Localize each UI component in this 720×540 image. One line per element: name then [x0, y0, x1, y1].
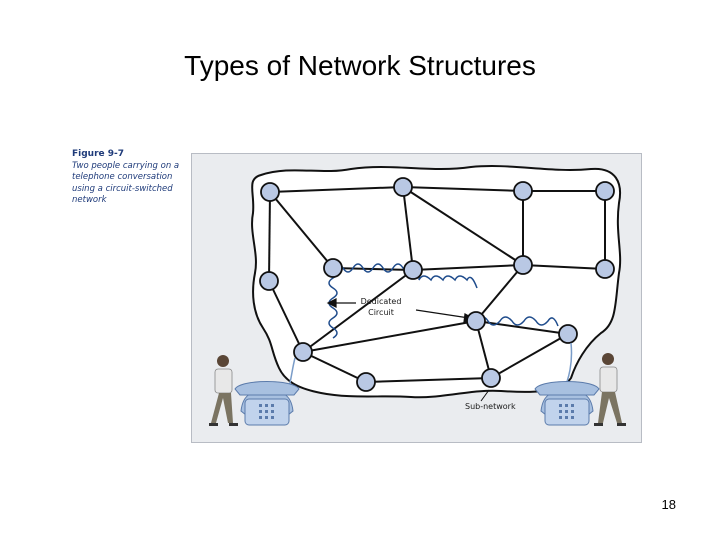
slide-title: Types of Network Structures: [184, 50, 536, 81]
telephone-left-icon: [234, 381, 300, 426]
network-nodes: [259, 177, 615, 392]
network-diagram: Dedicated Circuit Sub-network: [209, 165, 626, 426]
person-right-icon: [594, 353, 626, 426]
subnetwork-label: Sub-network: [465, 402, 516, 411]
dedicated-circuit-label-line2: Circuit: [368, 308, 394, 317]
figure-caption: Figure 9-7 Two people carrying on a tele…: [72, 149, 182, 207]
figure-caption-text: Two people carrying on a telephone conve…: [72, 160, 180, 206]
telephone-right-icon: [534, 381, 600, 426]
subnetwork-cloud: [251, 165, 622, 399]
person-left-icon: [209, 355, 238, 426]
dedicated-circuit-label-line1: Dedicated: [361, 297, 402, 306]
page-number: 18: [661, 497, 676, 512]
figure-number: Figure 9-7: [72, 149, 125, 159]
